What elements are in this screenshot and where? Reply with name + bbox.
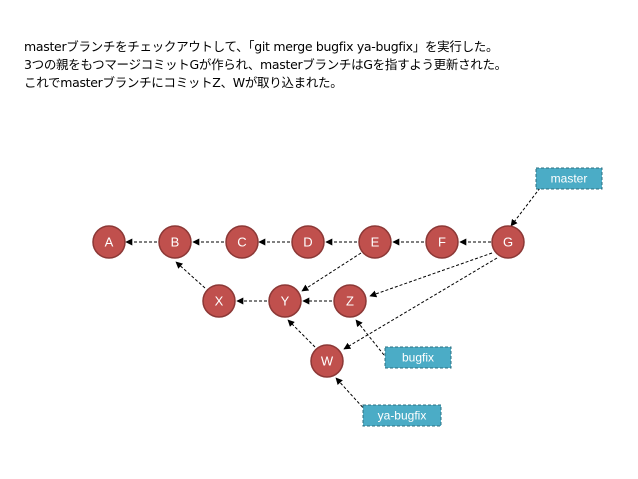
commit-e-label: E <box>371 235 380 250</box>
commit-w: W <box>310 344 344 378</box>
edge-master-g <box>510 187 541 227</box>
commit-e: E <box>358 225 392 259</box>
caption-line-3: これでmasterブランチにコミットZ、Wが取り込まれた。 <box>24 75 343 90</box>
commit-z: Z <box>333 284 367 318</box>
commit-c-label: C <box>237 235 246 250</box>
caption-line-1: masterブランチをチェックアウトして、「git merge bugfix y… <box>24 39 499 54</box>
commit-d-label: D <box>303 235 312 250</box>
commit-x: X <box>202 284 236 318</box>
commit-g: G <box>491 225 525 259</box>
branch-master: master <box>535 167 603 190</box>
edge-e-y <box>301 252 362 292</box>
caption-line-2: 3つの親をもつマージコミットGが作られ、masterブランチはGを指すよう更新さ… <box>24 57 507 72</box>
edge-x-b <box>175 261 206 289</box>
commit-b: B <box>158 225 192 259</box>
branch-master-label: master <box>551 172 588 186</box>
commit-g-label: G <box>503 235 513 250</box>
edge-w-y <box>287 319 316 348</box>
caption: masterブランチをチェックアウトして、「git merge bugfix y… <box>24 38 624 92</box>
edges <box>125 187 541 412</box>
commit-y: Y <box>268 284 302 318</box>
edge-yabugfix-w <box>335 377 367 412</box>
branch-bugfix-label: bugfix <box>402 351 434 365</box>
commit-z-label: Z <box>346 294 354 309</box>
commit-f-label: F <box>438 235 446 250</box>
branch-bugfix: bugfix <box>384 346 452 369</box>
commit-b-label: B <box>171 235 180 250</box>
commit-x-label: X <box>215 294 224 309</box>
edge-g-w <box>343 257 498 350</box>
edge-g-z <box>369 252 493 298</box>
branch-ya-bugfix: ya-bugfix <box>362 404 442 427</box>
commit-f: F <box>425 225 459 259</box>
commit-w-label: W <box>321 354 334 369</box>
edge-bugfix-z <box>355 319 385 356</box>
commit-d: D <box>291 225 325 259</box>
commit-c: C <box>225 225 259 259</box>
commit-a-label: A <box>105 235 114 250</box>
branch-ya-bugfix-label: ya-bugfix <box>378 409 427 423</box>
commit-y-label: Y <box>281 294 290 309</box>
commit-a: A <box>92 225 126 259</box>
